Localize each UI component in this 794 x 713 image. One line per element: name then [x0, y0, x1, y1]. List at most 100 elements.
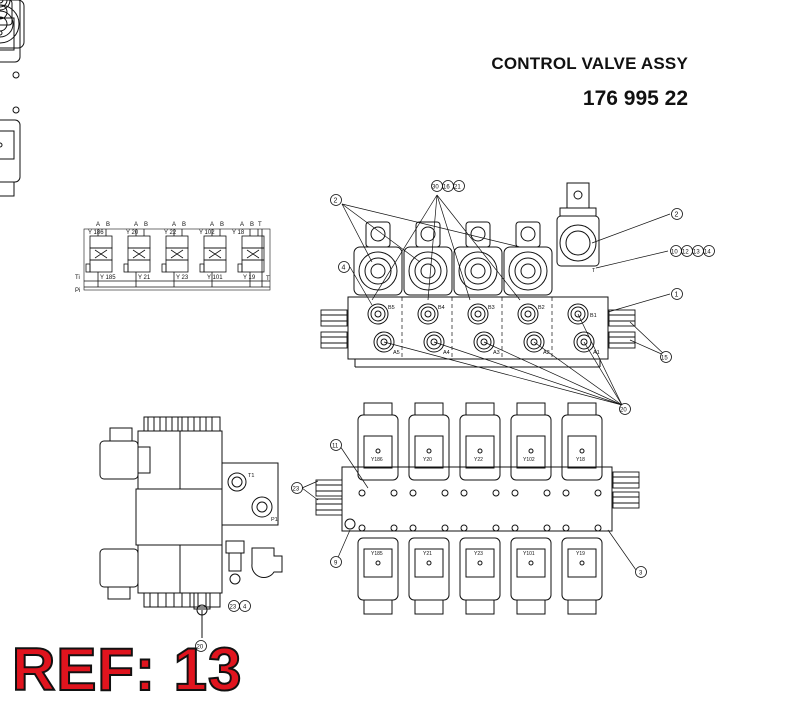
svg-text:13: 13	[693, 250, 700, 256]
callout-20: 20	[195, 640, 207, 652]
port-label: B1	[590, 313, 597, 319]
front-view-solenoid-labels: Y186 Y20 Y22 Y102 Y18 Y185 Y21 Y23 Y101 …	[371, 457, 585, 557]
solenoid-label: Y185	[371, 551, 383, 557]
callout-1: 1	[671, 288, 683, 300]
port-label: B5	[388, 305, 395, 311]
callout-21: 21	[453, 180, 465, 192]
callout-4: 4	[239, 600, 251, 612]
schem-port: A	[134, 222, 138, 228]
side-view-port-labels: T1 P1	[248, 473, 278, 523]
svg-text:14: 14	[704, 250, 711, 256]
schem-solenoid: Y 18	[232, 230, 245, 236]
svg-text:4: 4	[243, 605, 247, 611]
svg-text:23: 23	[293, 487, 300, 493]
svg-text:20: 20	[620, 408, 627, 414]
top-view	[0, 0, 671, 406]
svg-text:4: 4	[342, 265, 346, 272]
schem-solenoid: Y 101	[207, 275, 223, 281]
schem-port-right: T	[266, 276, 270, 282]
front-view	[0, 0, 640, 615]
side-view-callouts: 23 4 20	[195, 600, 251, 652]
schem-port: B	[106, 222, 110, 228]
solenoid-label: Y19	[576, 551, 585, 557]
solenoid-label: Y186	[371, 457, 383, 463]
svg-text:11: 11	[332, 444, 339, 450]
solenoid-label: Y20	[423, 457, 432, 463]
svg-text:20: 20	[197, 645, 204, 651]
schem-solenoid: Y 22	[164, 230, 177, 236]
solenoid-label: Y23	[474, 551, 483, 557]
callout-9: 9	[330, 556, 342, 568]
svg-text:2: 2	[675, 212, 679, 219]
solenoid-label: Y21	[423, 551, 432, 557]
schem-port: B	[250, 222, 254, 228]
callout-16: 16	[442, 180, 454, 192]
svg-text:2: 2	[334, 198, 338, 205]
callout-23: 23	[228, 600, 240, 612]
callout-15: 15	[660, 351, 672, 363]
solenoid-label: Y18	[576, 457, 585, 463]
schem-port: T	[258, 222, 262, 228]
schem-port-left: Ti	[75, 275, 80, 281]
port-label: B4	[438, 305, 445, 311]
top-view-port-labels: B5 B4 B3 B2 B1 A5 A4 A3 A2 A1 T	[388, 268, 600, 356]
schem-solenoid: Y 186	[88, 230, 104, 236]
svg-text:16: 16	[443, 185, 450, 191]
solenoid-label: Y101	[523, 551, 535, 557]
schem-port: A	[210, 222, 214, 228]
svg-text:23: 23	[230, 605, 237, 611]
part-number: 176 995 22	[582, 87, 688, 110]
port-label: A1	[593, 350, 600, 356]
callout-3: 3	[635, 566, 647, 578]
port-label: T1	[248, 473, 254, 479]
top-view-callouts: 2 30 16 21 2 4 10 12 13 14 1 15 20	[330, 180, 715, 415]
port-label: A3	[493, 350, 500, 356]
callout-14: 14	[703, 245, 715, 257]
schem-port: A	[96, 222, 100, 228]
schem-port: A	[172, 222, 176, 228]
callout-12: 12	[681, 245, 693, 257]
side-view	[99, 416, 283, 638]
svg-text:30: 30	[432, 185, 439, 191]
schem-port: A	[240, 222, 244, 228]
svg-text:1: 1	[675, 292, 679, 299]
callout-2-right: 2	[671, 208, 683, 220]
callout-10: 10	[670, 245, 682, 257]
schem-port: B	[144, 222, 148, 228]
callout-4: 4	[338, 261, 350, 273]
callout-13: 13	[692, 245, 704, 257]
diagram-title: CONTROL VALVE ASSY	[491, 54, 688, 73]
schem-port: B	[220, 222, 224, 228]
svg-text:12: 12	[682, 250, 689, 256]
reference-label: REF: 13	[11, 636, 243, 703]
schem-solenoid: Y 102	[199, 230, 215, 236]
port-label: B2	[538, 305, 545, 311]
schematic-labels: A B A B A B A B A B T Y 186 Y 20 Y 22 Y …	[75, 222, 270, 294]
schem-solenoid: Y 20	[126, 230, 139, 236]
callout-20: 20	[619, 403, 631, 415]
callout-23: 23	[291, 482, 303, 494]
schem-solenoid: Y 185	[100, 275, 116, 281]
svg-text:21: 21	[454, 185, 461, 191]
hydraulic-schematic	[83, 228, 271, 291]
schem-solenoid: Y 23	[176, 275, 189, 281]
callout-2: 2	[330, 194, 342, 206]
solenoid-label: Y102	[523, 457, 535, 463]
port-label: A5	[393, 350, 400, 356]
callout-11: 11	[330, 439, 342, 451]
port-label: A4	[443, 350, 450, 356]
svg-text:9: 9	[334, 561, 338, 567]
schem-solenoid: Y 21	[138, 275, 151, 281]
port-label: T	[592, 268, 596, 274]
port-label: A2	[543, 350, 550, 356]
schem-solenoid: Y 19	[243, 275, 256, 281]
schem-port: B	[182, 222, 186, 228]
svg-text:15: 15	[661, 356, 668, 362]
solenoid-label: Y22	[474, 457, 483, 463]
schem-port-left: Pi	[75, 288, 80, 294]
svg-text:10: 10	[671, 250, 678, 256]
callout-30: 30	[431, 180, 443, 192]
svg-text:3: 3	[639, 571, 643, 577]
front-view-callouts: 11 23 9 3	[291, 439, 647, 578]
